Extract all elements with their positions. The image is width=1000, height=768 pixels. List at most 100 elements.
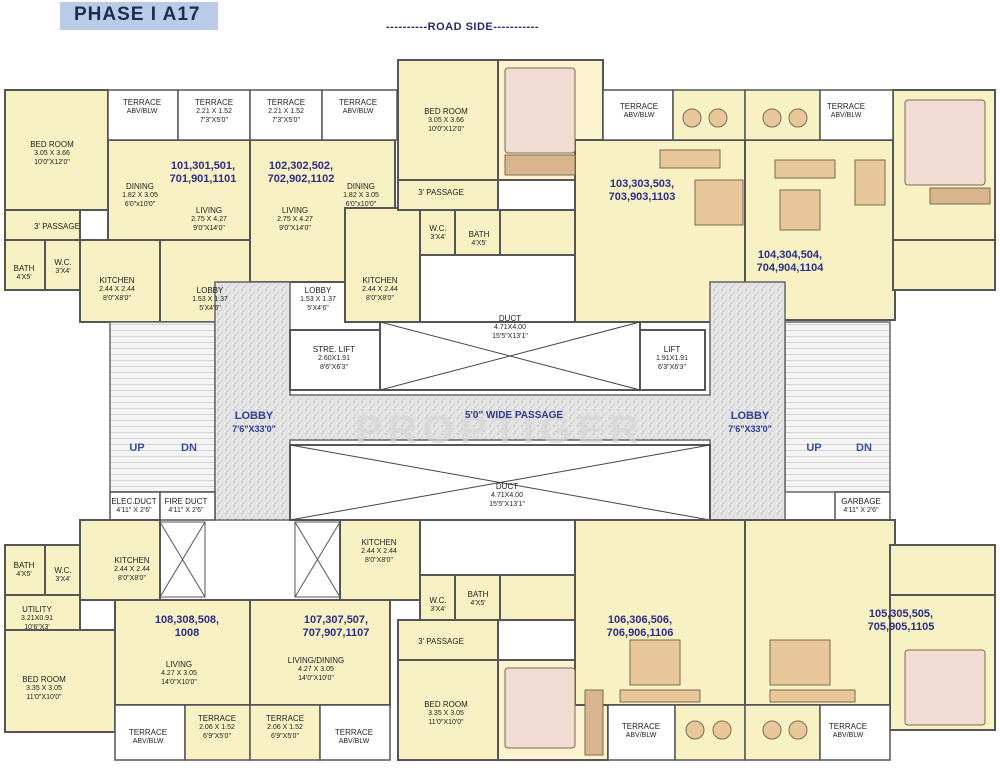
road-side-label: ----------ROAD SIDE----------- [386, 21, 540, 33]
chair-icon [762, 720, 782, 740]
wc-t [419, 209, 456, 256]
sofa-icon [769, 689, 856, 703]
staircase-left [109, 321, 216, 493]
chair-icon [682, 108, 702, 128]
chair-icon [788, 720, 808, 740]
bath-tl [4, 239, 46, 291]
room-label-wc-b: W.C.3'X4' [429, 596, 447, 613]
flat-numbers-105: 105,305,505,705,905,1105 [867, 608, 935, 633]
furniture [504, 67, 991, 756]
terrace-abv-4 [819, 89, 894, 141]
chair-icon [712, 720, 732, 740]
chair-icon [788, 108, 808, 128]
coffee-table-icon [769, 639, 831, 686]
wide-passage-label: 5'0" WIDE PASSAGE [464, 410, 564, 421]
wardrobe-icon [584, 689, 604, 756]
utility [4, 594, 81, 631]
flat-numbers-107: 107,307,507,707,907,1107 [302, 614, 370, 639]
terrace-1 [177, 89, 251, 141]
living-1 [107, 139, 251, 241]
toilet-block-b [499, 574, 576, 621]
terrace-abv-1 [107, 89, 179, 141]
passage-t [397, 179, 499, 211]
stair-up-right: UP [806, 442, 822, 454]
stre-lift [289, 329, 381, 391]
chair-icon [762, 108, 782, 128]
terrace-b3 [674, 704, 746, 761]
dining-table-icon [854, 159, 886, 206]
bed-icon [904, 99, 986, 186]
core [109, 281, 891, 598]
room-label-passage-t: 3' PASSAGE [418, 188, 464, 197]
sofa-icon [619, 689, 701, 703]
stair-dn-right: DN [856, 442, 872, 454]
kitchen-2 [344, 207, 421, 323]
terrace-b2 [249, 704, 321, 761]
room-label-passage-tl: 3' PASSAGE [34, 222, 80, 231]
stair-up-left: UP [129, 442, 145, 454]
sofa-icon [659, 149, 721, 169]
terrace-abv-2 [321, 89, 398, 141]
terrace-b4 [744, 704, 821, 761]
terrace-b1 [184, 704, 251, 761]
flat-numbers-103: 103,303,503,703,903,1103 [608, 178, 676, 203]
terrace-abv-6 [319, 704, 391, 761]
fire-duct [159, 491, 216, 521]
bedroom-tc [397, 59, 499, 181]
flat-numbers-102: 102,302,502,702,902,1102 [267, 160, 335, 185]
flat-numbers-104: 104,304,504,704,904,1104 [756, 249, 824, 274]
terrace-abv-8 [819, 704, 891, 761]
bath-bl [4, 544, 46, 596]
sofa-icon [774, 159, 836, 179]
room-label-passage-b: 3' PASSAGE [418, 637, 464, 646]
bedroom-bc [397, 659, 499, 761]
flat-numbers-108: 108,308,508,1008 [154, 614, 220, 639]
flat-numbers-106: 106,306,506,706,906,1106 [606, 614, 674, 639]
title-badge [60, 2, 218, 30]
staircase-right [784, 321, 891, 493]
terrace-2 [249, 89, 323, 141]
coffee-table-icon [779, 189, 821, 231]
chair-icon [708, 108, 728, 128]
bed-icon [904, 649, 986, 726]
watermark: PROPTIGER [355, 408, 645, 452]
flat-numbers-101: 101,301,501,701,901,1101 [169, 160, 237, 185]
room-label-wc-tl: W.C.3'X4' [54, 258, 72, 275]
garbage-duct [834, 491, 891, 521]
